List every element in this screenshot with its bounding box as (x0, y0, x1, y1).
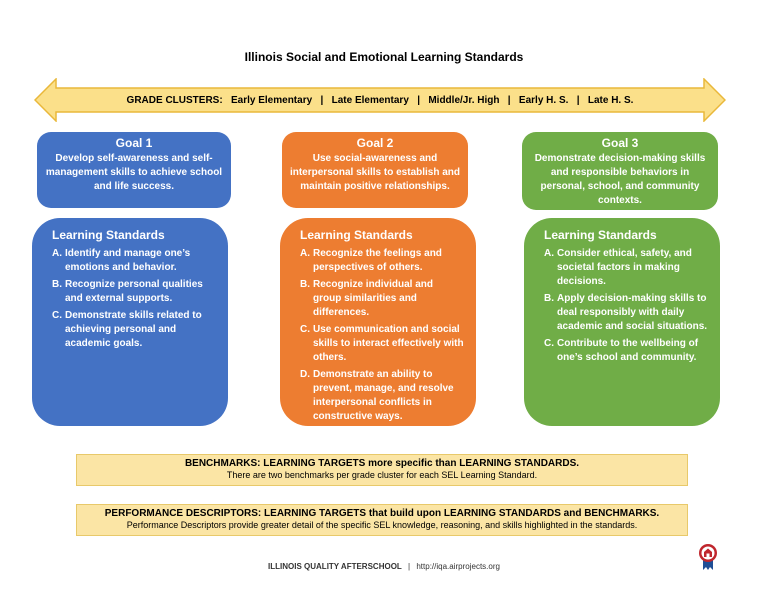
goal-2-box: Goal 2 Use social-awareness and interper… (282, 132, 468, 208)
benchmarks-band: BENCHMARKS: LEARNING TARGETS more specif… (76, 454, 688, 486)
footer-org: ILLINOIS QUALITY AFTERSCHOOL (268, 562, 402, 571)
grade-clusters-label: GRADE CLUSTERS: Early Elementary | Late … (126, 94, 634, 106)
list-item: C.Use communication and social skills to… (300, 324, 464, 363)
award-badge-icon (699, 544, 717, 570)
performance-heading: PERFORMANCE DESCRIPTORS: LEARNING TARGET… (104, 508, 660, 519)
standards-3-box: Learning Standards A.Consider ethical, s… (524, 218, 720, 426)
standards-3-title: Learning Standards (544, 228, 657, 242)
list-item: B.Recognize individual and group similar… (300, 279, 434, 318)
standards-3-list: A.Consider ethical, safety, and societal… (544, 247, 708, 365)
list-item: A.Consider ethical, safety, and societal… (544, 248, 692, 287)
standards-1-box: Learning Standards A.Identify and manage… (32, 218, 228, 426)
standards-1-title: Learning Standards (52, 228, 165, 242)
list-item: D.Demonstrate an ability to prevent, man… (300, 369, 454, 422)
standards-2-list: A.Recognize the feelings and perspective… (300, 247, 464, 424)
goal-3-title: Goal 3 (601, 136, 639, 150)
list-item: B.Recognize personal qualities and exter… (52, 279, 203, 304)
goal-2-title: Goal 2 (356, 136, 394, 150)
page-title: Illinois Social and Emotional Learning S… (244, 50, 524, 64)
performance-band: PERFORMANCE DESCRIPTORS: LEARNING TARGET… (76, 504, 688, 536)
list-item: C.Contribute to the wellbeing of one’s s… (544, 338, 699, 363)
list-item: A.Identify and manage one’s emotions and… (52, 248, 191, 273)
standards-1-list: A.Identify and manage one’s emotions and… (52, 247, 216, 351)
performance-text: Performance Descriptors provide greater … (126, 520, 638, 530)
list-item: B.Apply decision-making skills to deal r… (544, 293, 708, 332)
footer-separator: | (408, 562, 411, 571)
footer-url[interactable]: http://iqa.airprojects.org (416, 562, 500, 571)
goal-1-box: Goal 1 Develop self-awareness and self-m… (37, 132, 231, 208)
benchmarks-heading: BENCHMARKS: LEARNING TARGETS more specif… (184, 458, 580, 469)
standards-2-title: Learning Standards (300, 228, 413, 242)
goal-1-text: Develop self-awareness and self-manageme… (45, 153, 223, 192)
list-item: C.Demonstrate skills related to achievin… (52, 310, 202, 349)
benchmarks-text: There are two benchmarks per grade clust… (226, 470, 538, 480)
goal-1-title: Goal 1 (115, 136, 153, 150)
goal-2-text: Use social-awareness and interpersonal s… (289, 153, 461, 192)
goal-3-text: Demonstrate decision-making skills and r… (534, 153, 706, 206)
goal-3-box: Goal 3 Demonstrate decision-making skill… (522, 132, 718, 210)
footer: ILLINOIS QUALITY AFTERSCHOOL | http://iq… (0, 562, 768, 571)
list-item: A.Recognize the feelings and perspective… (300, 248, 442, 273)
grade-clusters-arrow (34, 78, 726, 122)
standards-2-box: Learning Standards A.Recognize the feeli… (280, 218, 476, 426)
